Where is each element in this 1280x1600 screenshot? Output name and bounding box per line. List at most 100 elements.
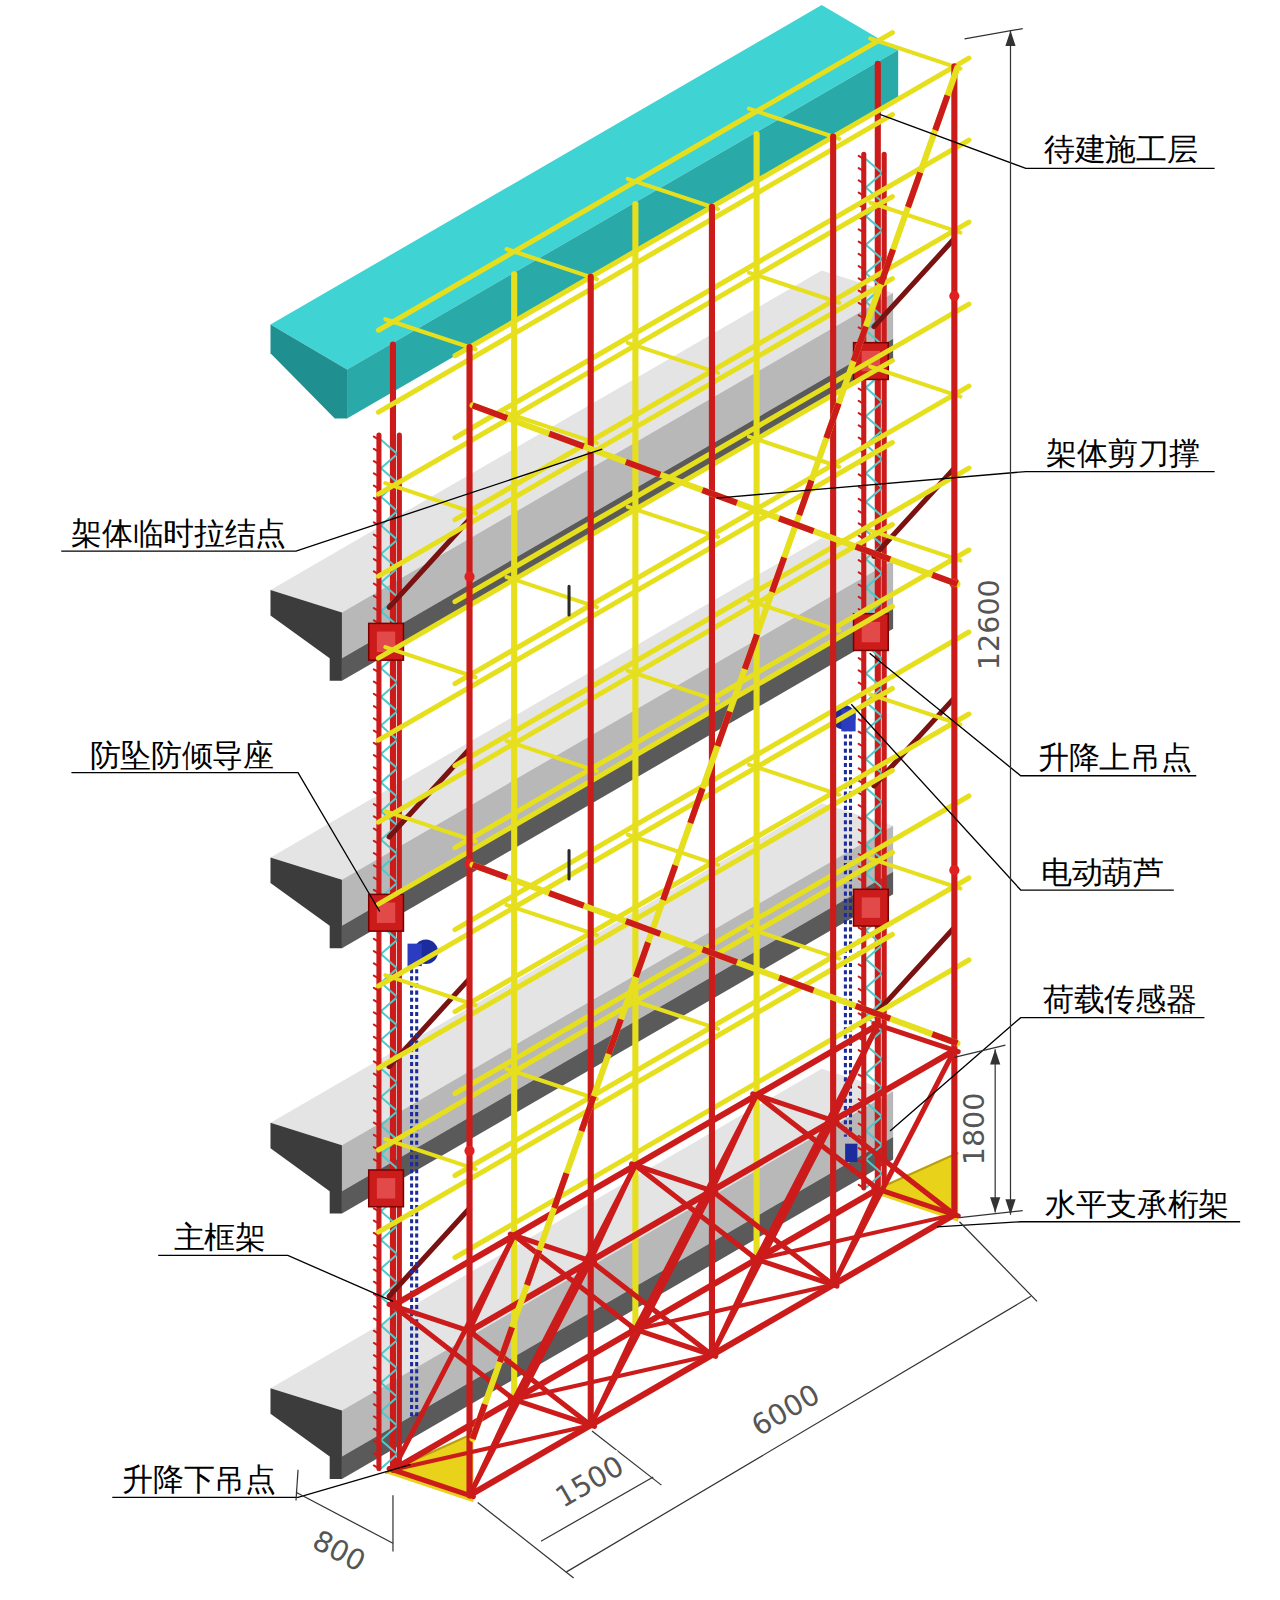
scaffold-tube: [385, 647, 475, 677]
scaffold-tube: [378, 607, 892, 905]
scaffold-tube: [393, 1306, 514, 1400]
callout-label: 待建施工层: [1044, 135, 1197, 166]
scaffold-tube: [712, 1095, 757, 1191]
tube-joint: [949, 865, 959, 875]
slab-edge: [342, 1091, 893, 1456]
temporary-tie: [568, 586, 571, 615]
scissor-brace: [473, 405, 958, 584]
guide-seat: [377, 1178, 395, 1198]
callout-label: 荷载传感器: [1043, 985, 1196, 1016]
scaffold-frame: [369, 33, 969, 1503]
extension-line: [478, 1502, 574, 1578]
scaffold-tube: [385, 1139, 475, 1169]
scaffold-tube: [632, 1328, 716, 1356]
scaffold-tube: [830, 137, 836, 1285]
leader-line: [71, 773, 379, 912]
extension-line: [392, 1495, 393, 1551]
floor-slabs: [270, 5, 898, 1479]
scaffold-tube: [632, 1164, 716, 1192]
dimension-label: 800: [305, 1525, 372, 1579]
slab-end: [270, 325, 347, 419]
scaffold-tube: [507, 249, 597, 279]
scaffold-tube: [385, 975, 475, 1005]
scaffold-tube: [514, 1235, 635, 1329]
scaffold-tube: [378, 771, 892, 1069]
scaffold-tube: [628, 835, 718, 865]
slab-edge: [342, 826, 893, 1191]
arrow-head: [1005, 31, 1015, 46]
slab-end: [270, 590, 341, 681]
scissor-brace: [473, 865, 958, 1044]
extension-line: [959, 1222, 1037, 1302]
scaffold-tube: [507, 413, 597, 443]
arrow-head: [990, 1197, 1000, 1212]
leader-lines: [61, 114, 1240, 1497]
callout-label: 电动葫芦: [1041, 857, 1163, 888]
scaffold-tube: [749, 109, 839, 139]
callout-label: 架体临时拉结点: [71, 519, 285, 550]
main-frame-rail: [882, 154, 887, 1187]
scaffold-tube: [389, 1304, 473, 1332]
load-sensor: [845, 1144, 857, 1162]
dimension-line: [1010, 31, 1011, 1215]
leader-line: [890, 1018, 1204, 1131]
scaffold-tube: [385, 319, 475, 349]
callout-label: 架体剪刀撑: [1046, 439, 1199, 470]
temporary-tie: [568, 850, 571, 879]
leader-line: [112, 1465, 410, 1498]
scaffold-tube: [628, 671, 718, 701]
scaffold-tube: [393, 1425, 591, 1470]
leader-line: [880, 114, 1215, 168]
scaffold-tube: [628, 343, 718, 373]
slab-end: [270, 1123, 341, 1214]
leader-line: [851, 704, 1174, 890]
scaffold-tube: [635, 1165, 756, 1259]
scaffold-tube: [753, 1094, 837, 1122]
guide-seat: [862, 897, 880, 917]
scaffold-tube: [385, 811, 475, 841]
scissor-brace: [473, 405, 958, 584]
scaffold-tube: [507, 741, 597, 771]
scaffold-tube: [466, 347, 472, 1495]
dimension-label: 1500: [549, 1450, 632, 1514]
scaffold-tube: [389, 1469, 473, 1497]
leader-line: [158, 1255, 393, 1301]
scaffold-tube: [709, 207, 715, 1355]
callout-label: 主框架: [174, 1223, 266, 1254]
slab-end: [270, 1388, 341, 1479]
dimension-line: [296, 1492, 393, 1543]
scissor-brace: [473, 67, 958, 1439]
scaffold-tube: [874, 1188, 958, 1216]
scaffold-tube: [870, 202, 960, 232]
scaffold-tube: [510, 1234, 594, 1262]
dimension-lines: [296, 29, 1037, 1578]
scaffold-tube: [870, 366, 960, 396]
dimension-label: 6000: [745, 1379, 828, 1443]
scaffold-tube: [507, 1069, 597, 1099]
scaffold-tube: [833, 1025, 878, 1121]
scaffold-tube: [628, 507, 718, 537]
arrow-head: [1005, 1199, 1015, 1214]
scaffold-tube: [635, 1285, 833, 1330]
dimension-label: 1800: [960, 1089, 989, 1168]
scaffold-tube: [378, 115, 892, 413]
scaffold-tube: [378, 197, 892, 495]
dimension-line: [995, 1049, 996, 1212]
extension-line: [959, 1211, 1022, 1218]
hoist-chain: [415, 962, 418, 1417]
scaffold-tube: [749, 765, 839, 795]
tube-joint: [464, 572, 474, 582]
extension-line: [965, 29, 1023, 39]
guide-seat: [369, 1170, 404, 1207]
scissor-brace: [473, 67, 958, 1439]
scaffold-tube: [757, 1215, 955, 1260]
extension-line: [954, 1045, 1005, 1057]
dimension-label: 12600: [976, 576, 1005, 673]
leader-line: [61, 449, 602, 551]
tube-joint: [464, 1146, 474, 1156]
scaffold-tube: [507, 577, 597, 607]
dimension-line: [566, 1296, 1030, 1572]
hoist-chain: [410, 962, 413, 1417]
